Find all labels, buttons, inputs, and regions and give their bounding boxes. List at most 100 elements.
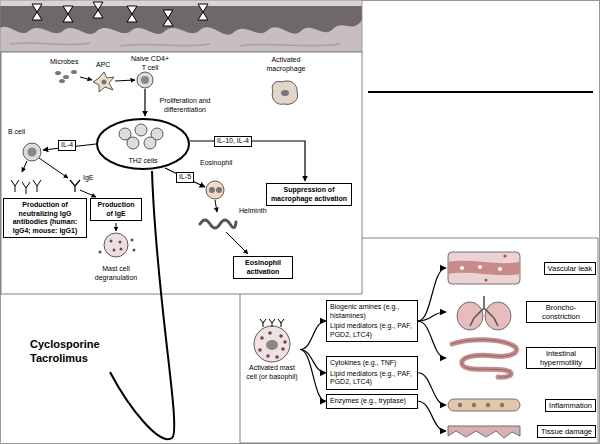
effect-node: Intestinal hypermotility	[446, 338, 596, 378]
arrow	[226, 232, 248, 254]
naive-t-cell	[137, 72, 153, 88]
outcome-box: Suppression of macrophage activation	[266, 183, 352, 206]
ellipse-outline	[97, 119, 189, 169]
cell-label: Eosinophil	[200, 159, 232, 168]
node-text: Biogenic amines (e.g., histamines)	[330, 303, 414, 320]
antibody	[33, 180, 41, 192]
macrophage	[272, 81, 297, 104]
effect-label: Inflammation	[545, 399, 596, 412]
eosinophil	[206, 181, 224, 199]
damaged-tissue	[448, 426, 520, 438]
hourglass-symbol	[63, 6, 73, 22]
th2-ellipse: TH2 cells	[96, 118, 190, 170]
b-cell	[23, 143, 41, 161]
cytokine-label: IL-10, IL-4	[214, 136, 252, 147]
mast-cell-drawing	[244, 318, 300, 364]
arrow	[215, 200, 217, 212]
antibody	[22, 182, 30, 194]
blood-cell	[460, 266, 464, 270]
microbe	[63, 75, 69, 79]
microbe	[55, 71, 61, 75]
outcome-box: Production of neutralizing IgG antibodie…	[3, 198, 87, 238]
granule	[268, 331, 272, 335]
granule	[131, 239, 134, 242]
granule	[283, 340, 287, 344]
blood-cell	[498, 267, 502, 271]
effect-node: Inflammation	[446, 398, 596, 412]
node-text: Eosinophil activation	[237, 259, 289, 276]
arrow	[80, 190, 96, 197]
arrow	[39, 158, 68, 178]
leaked-fluid	[484, 278, 487, 281]
hourglass-symbol	[163, 10, 173, 26]
node-text: Activated mast cell (or basophil)	[244, 364, 300, 381]
arrow	[80, 77, 92, 80]
blood-cell	[478, 265, 482, 269]
title-rule	[368, 91, 593, 93]
microbe	[71, 70, 77, 74]
leukocyte	[486, 403, 490, 407]
effect-node: Tissue damage	[446, 424, 596, 438]
cell-nucleus	[281, 90, 289, 96]
ige-antibody	[269, 319, 275, 327]
intestine-picture	[452, 340, 517, 377]
cell-nucleus	[141, 76, 149, 84]
granule	[279, 334, 283, 338]
vascular-picture	[448, 252, 520, 284]
cell-nucleus	[209, 187, 215, 193]
apc-cell	[93, 72, 114, 92]
vessel-wall	[448, 252, 520, 284]
t-cell	[135, 124, 147, 136]
granule	[99, 251, 102, 254]
photo-frame	[0, 0, 362, 52]
epidermis	[0, 0, 362, 35]
helminth-worm	[200, 220, 236, 228]
drug-name: Cyclosporine	[30, 337, 100, 351]
ige-antibody	[260, 319, 266, 327]
tissue-picture	[448, 426, 520, 438]
granules	[99, 239, 136, 254]
antibody-label: IgE	[83, 174, 94, 183]
effect-label: Vascular leak	[544, 262, 596, 275]
granule	[120, 248, 123, 251]
hourglass-symbol	[127, 6, 137, 22]
cell-label: APC	[96, 61, 110, 70]
bronchi	[470, 296, 498, 326]
arrow	[165, 168, 205, 187]
igg-antibodies	[11, 180, 41, 194]
granule	[113, 249, 116, 252]
node-text: Enzymes (e.g., tryptase)	[330, 397, 414, 406]
cell-nucleus	[28, 148, 37, 157]
arrow	[116, 223, 117, 231]
cell-label: Naive CD4+ T cell	[128, 55, 172, 72]
inflammation-picture	[448, 399, 520, 411]
vessel-lumen	[448, 261, 520, 275]
arrow	[144, 89, 145, 116]
mast-cell-body	[254, 326, 290, 362]
intestine-outline	[452, 340, 517, 377]
cytokine-label: IL-4	[58, 140, 76, 151]
leukocyte	[500, 403, 504, 407]
ige-antibody	[278, 319, 284, 327]
granule	[281, 347, 285, 351]
node-text: Lipid mediators (e.g., PAF, PGD2, LTC4)	[330, 322, 414, 339]
cell-label: Microbes	[50, 58, 78, 67]
hourglass-symbol	[93, 2, 103, 18]
cell-label: Activated macrophage	[262, 56, 310, 73]
node-text: Production of IgE	[94, 201, 138, 218]
hourglass-marks	[32, 2, 208, 26]
arrow-connector	[418, 312, 446, 321]
arrow-connector	[418, 321, 446, 358]
apc-nucleus	[102, 80, 107, 85]
leukocyte	[472, 403, 476, 407]
parasite-label: Helminth	[239, 207, 267, 216]
dermal-fibres	[10, 43, 340, 46]
mediator-box: Cytokines (e.g., TNF)Lipid mediators (e.…	[326, 356, 418, 390]
arrow-connector	[418, 401, 446, 431]
granule	[275, 355, 279, 359]
node-text: Lipid mediators (e.g., PAF, PGD2, LTC4)	[330, 370, 414, 387]
effect-node: Vascular leak	[446, 248, 596, 288]
arrow	[22, 161, 27, 172]
